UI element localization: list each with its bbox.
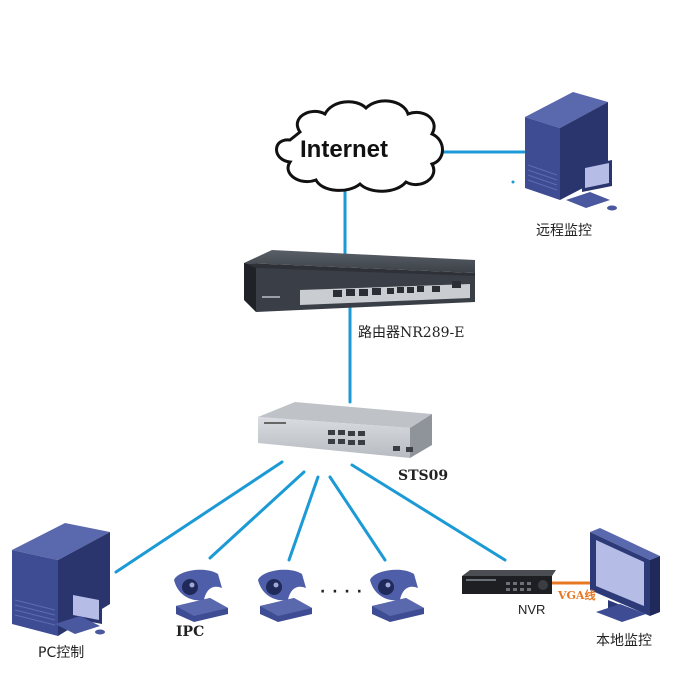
remote-monitor-label: 远程监控 — [536, 223, 592, 239]
remote-pc-icon — [525, 92, 617, 211]
link-switch-nvr — [350, 463, 507, 562]
ipc-camera-icon — [258, 569, 312, 622]
switch-label: STS09 — [398, 468, 449, 484]
local-monitor-icon — [590, 528, 660, 622]
vga-cable-label: VGA线 — [558, 589, 596, 602]
pc-control-label: PC控制 — [38, 645, 85, 661]
ipc-camera-icon — [370, 569, 424, 622]
nvr-label: NVR — [518, 602, 546, 617]
internet-cloud-icon — [275, 99, 444, 193]
stray-dot — [511, 180, 515, 184]
link-switch-ipc3 — [328, 475, 387, 562]
ipc-label: IPC — [176, 624, 205, 640]
switch-icon — [258, 402, 432, 458]
ipc-ellipsis: · · · · — [320, 584, 363, 600]
link-switch-ipc2 — [287, 475, 320, 562]
link-switch-ipc1 — [208, 470, 306, 560]
router-label: 路由器NR289-E — [358, 325, 465, 341]
ipc-camera-icon — [174, 569, 228, 622]
internet-label: Internet — [300, 136, 389, 163]
nvr-icon — [462, 570, 556, 594]
link-switch-pc — [114, 460, 284, 574]
local-monitor-label: 本地监控 — [596, 633, 652, 649]
router-icon — [244, 250, 475, 312]
pc-control-icon — [12, 523, 110, 636]
